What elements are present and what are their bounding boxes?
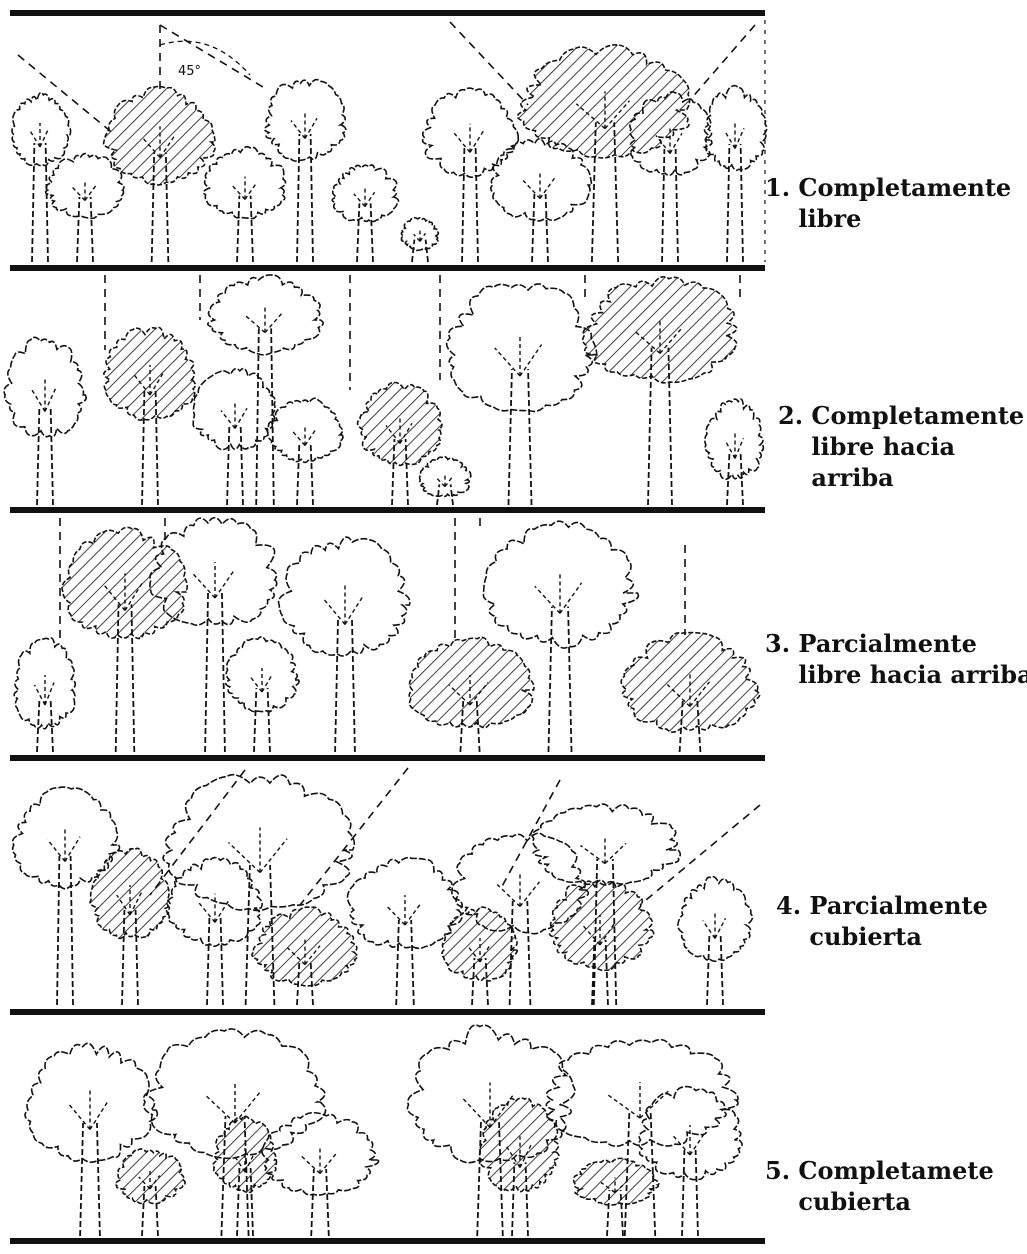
subject-crown-hatched	[358, 382, 442, 465]
tree-49	[574, 1158, 659, 1236]
subject-crown-hatched	[550, 880, 654, 970]
tree-42	[25, 1043, 157, 1236]
tree-25	[150, 518, 277, 752]
panel-4	[13, 768, 760, 1005]
tree-crown	[279, 537, 410, 656]
tree-22	[705, 399, 764, 505]
subject-crown-hatched	[583, 277, 737, 383]
tree-32	[90, 848, 170, 1005]
tree-4	[203, 147, 285, 262]
tree-crown	[447, 284, 597, 412]
sight-line-cone-right	[690, 25, 755, 100]
tree-23	[14, 638, 75, 752]
tree-13	[4, 337, 86, 505]
subject-crown-hatched	[574, 1158, 659, 1205]
panel-1	[12, 22, 767, 262]
panel-label-1: 1. Completamente libre	[765, 172, 1011, 234]
tree-crown	[12, 93, 71, 166]
tree-crown	[332, 165, 398, 222]
subject-crown-hatched	[116, 1149, 186, 1204]
subject-crown-hatched	[104, 86, 215, 184]
tree-11	[630, 92, 712, 262]
tree-crown	[25, 1043, 157, 1162]
tree-crown	[704, 86, 766, 171]
tree-17	[267, 398, 343, 505]
tree-crown	[491, 139, 592, 221]
panel-2	[4, 275, 763, 505]
tree-crown	[150, 518, 277, 626]
tree-41	[678, 877, 753, 1005]
tree-7	[401, 218, 438, 262]
panel-5	[25, 1025, 742, 1236]
angle-45-label: 45°	[178, 64, 201, 79]
tree-crown	[678, 877, 753, 962]
tree-6	[332, 165, 398, 262]
tree-27	[279, 537, 410, 752]
sight-line-45	[160, 25, 268, 90]
panel-label-3: 3. Parcialmente libre hacia arriba	[765, 628, 1027, 690]
subject-crown-hatched	[104, 327, 195, 420]
tree-crown	[14, 638, 75, 729]
tree-crown	[401, 218, 438, 251]
panel-label-2: 2. Completamente libre hacia arriba	[778, 400, 1024, 493]
tree-crown	[347, 858, 462, 949]
tree-36	[347, 858, 462, 1005]
panel-label-4: 4. Parcialmente cubierta	[776, 890, 988, 952]
tree-crown	[193, 369, 275, 450]
tree-28	[409, 637, 534, 752]
tree-26	[226, 637, 299, 752]
tree-2	[46, 154, 124, 262]
angle-arc	[160, 41, 250, 75]
tree-crown	[265, 80, 346, 162]
tree-35	[252, 907, 357, 1005]
tree-30	[621, 633, 759, 752]
tree-crown	[208, 275, 323, 355]
subject-crown-hatched	[409, 637, 534, 727]
panel-3	[14, 518, 759, 752]
tree-14	[104, 327, 195, 505]
tree-crown	[4, 337, 86, 436]
tree-crown	[705, 399, 764, 479]
tree-15	[193, 369, 275, 505]
subject-crown-hatched	[252, 907, 357, 986]
tree-crown	[267, 398, 343, 462]
panel-label-5: 5. Completamete cubierta	[765, 1155, 994, 1217]
tree-43	[116, 1149, 186, 1236]
tree-12	[704, 86, 766, 262]
tree-crown	[203, 147, 285, 219]
tree-21	[583, 277, 737, 505]
tree-9	[491, 139, 592, 262]
tree-crown	[46, 154, 124, 219]
tree-19	[420, 457, 471, 505]
tree-46	[262, 1113, 379, 1236]
subject-crown-hatched	[621, 633, 759, 733]
tree-crown	[483, 521, 638, 648]
tree-crown	[420, 457, 471, 497]
tree-crown	[226, 637, 299, 712]
tree-crown	[532, 804, 680, 885]
